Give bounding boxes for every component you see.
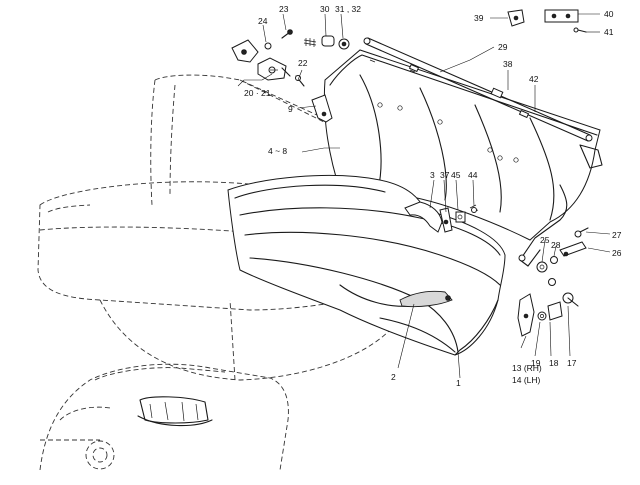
hinge-parts-upper-left <box>231 29 305 87</box>
callout-19: 19 <box>531 358 541 368</box>
part-9-bracket <box>311 94 333 123</box>
callout-4-8: 4 ~ 8 <box>268 146 287 156</box>
callout-20-21: 20 · 21 <box>244 88 271 98</box>
hinge-parts-right <box>518 227 589 286</box>
callout-24: 24 <box>258 16 268 26</box>
callout-29: 29 <box>498 42 508 52</box>
callout-1: 1 <box>456 378 461 388</box>
callout-9: 9 <box>288 104 293 114</box>
callout-41: 41 <box>604 27 614 37</box>
callout-18: 18 <box>549 358 559 368</box>
callout-38: 38 <box>503 59 513 69</box>
callout-26: 26 <box>612 248 622 258</box>
callout-28: 28 <box>551 240 561 250</box>
callout-22: 22 <box>298 58 308 68</box>
callout-3: 3 <box>430 170 435 180</box>
backrest-rod <box>363 37 593 142</box>
callout-labels: 1 2 3 4 ~ 8 9 13 (RH) 14 (LH) 17 18 19 2… <box>244 4 622 388</box>
callout-25: 25 <box>540 235 550 245</box>
hinge-parts-lower-right <box>517 292 579 337</box>
callout-31-32: 31 , 32 <box>335 4 361 14</box>
hinge-parts-top-right <box>507 9 587 33</box>
callout-44: 44 <box>468 170 478 180</box>
callout-2: 2 <box>391 372 396 382</box>
hinge-parts-30-32 <box>303 35 350 50</box>
callout-13-rh: 13 (RH) <box>512 363 542 373</box>
leader-lines <box>237 13 611 379</box>
callout-27: 27 <box>612 230 622 240</box>
callout-23: 23 <box>279 4 289 14</box>
callout-45: 45 <box>451 170 461 180</box>
car-location-inset <box>39 363 289 471</box>
callout-37: 37 <box>440 170 450 180</box>
callout-42: 42 <box>529 74 539 84</box>
callout-30: 30 <box>320 4 330 14</box>
callout-14-lh: 14 (LH) <box>512 375 541 385</box>
callout-39: 39 <box>474 13 484 23</box>
part-3-latch <box>404 201 479 233</box>
callout-17: 17 <box>567 358 577 368</box>
callout-40: 40 <box>604 9 614 19</box>
